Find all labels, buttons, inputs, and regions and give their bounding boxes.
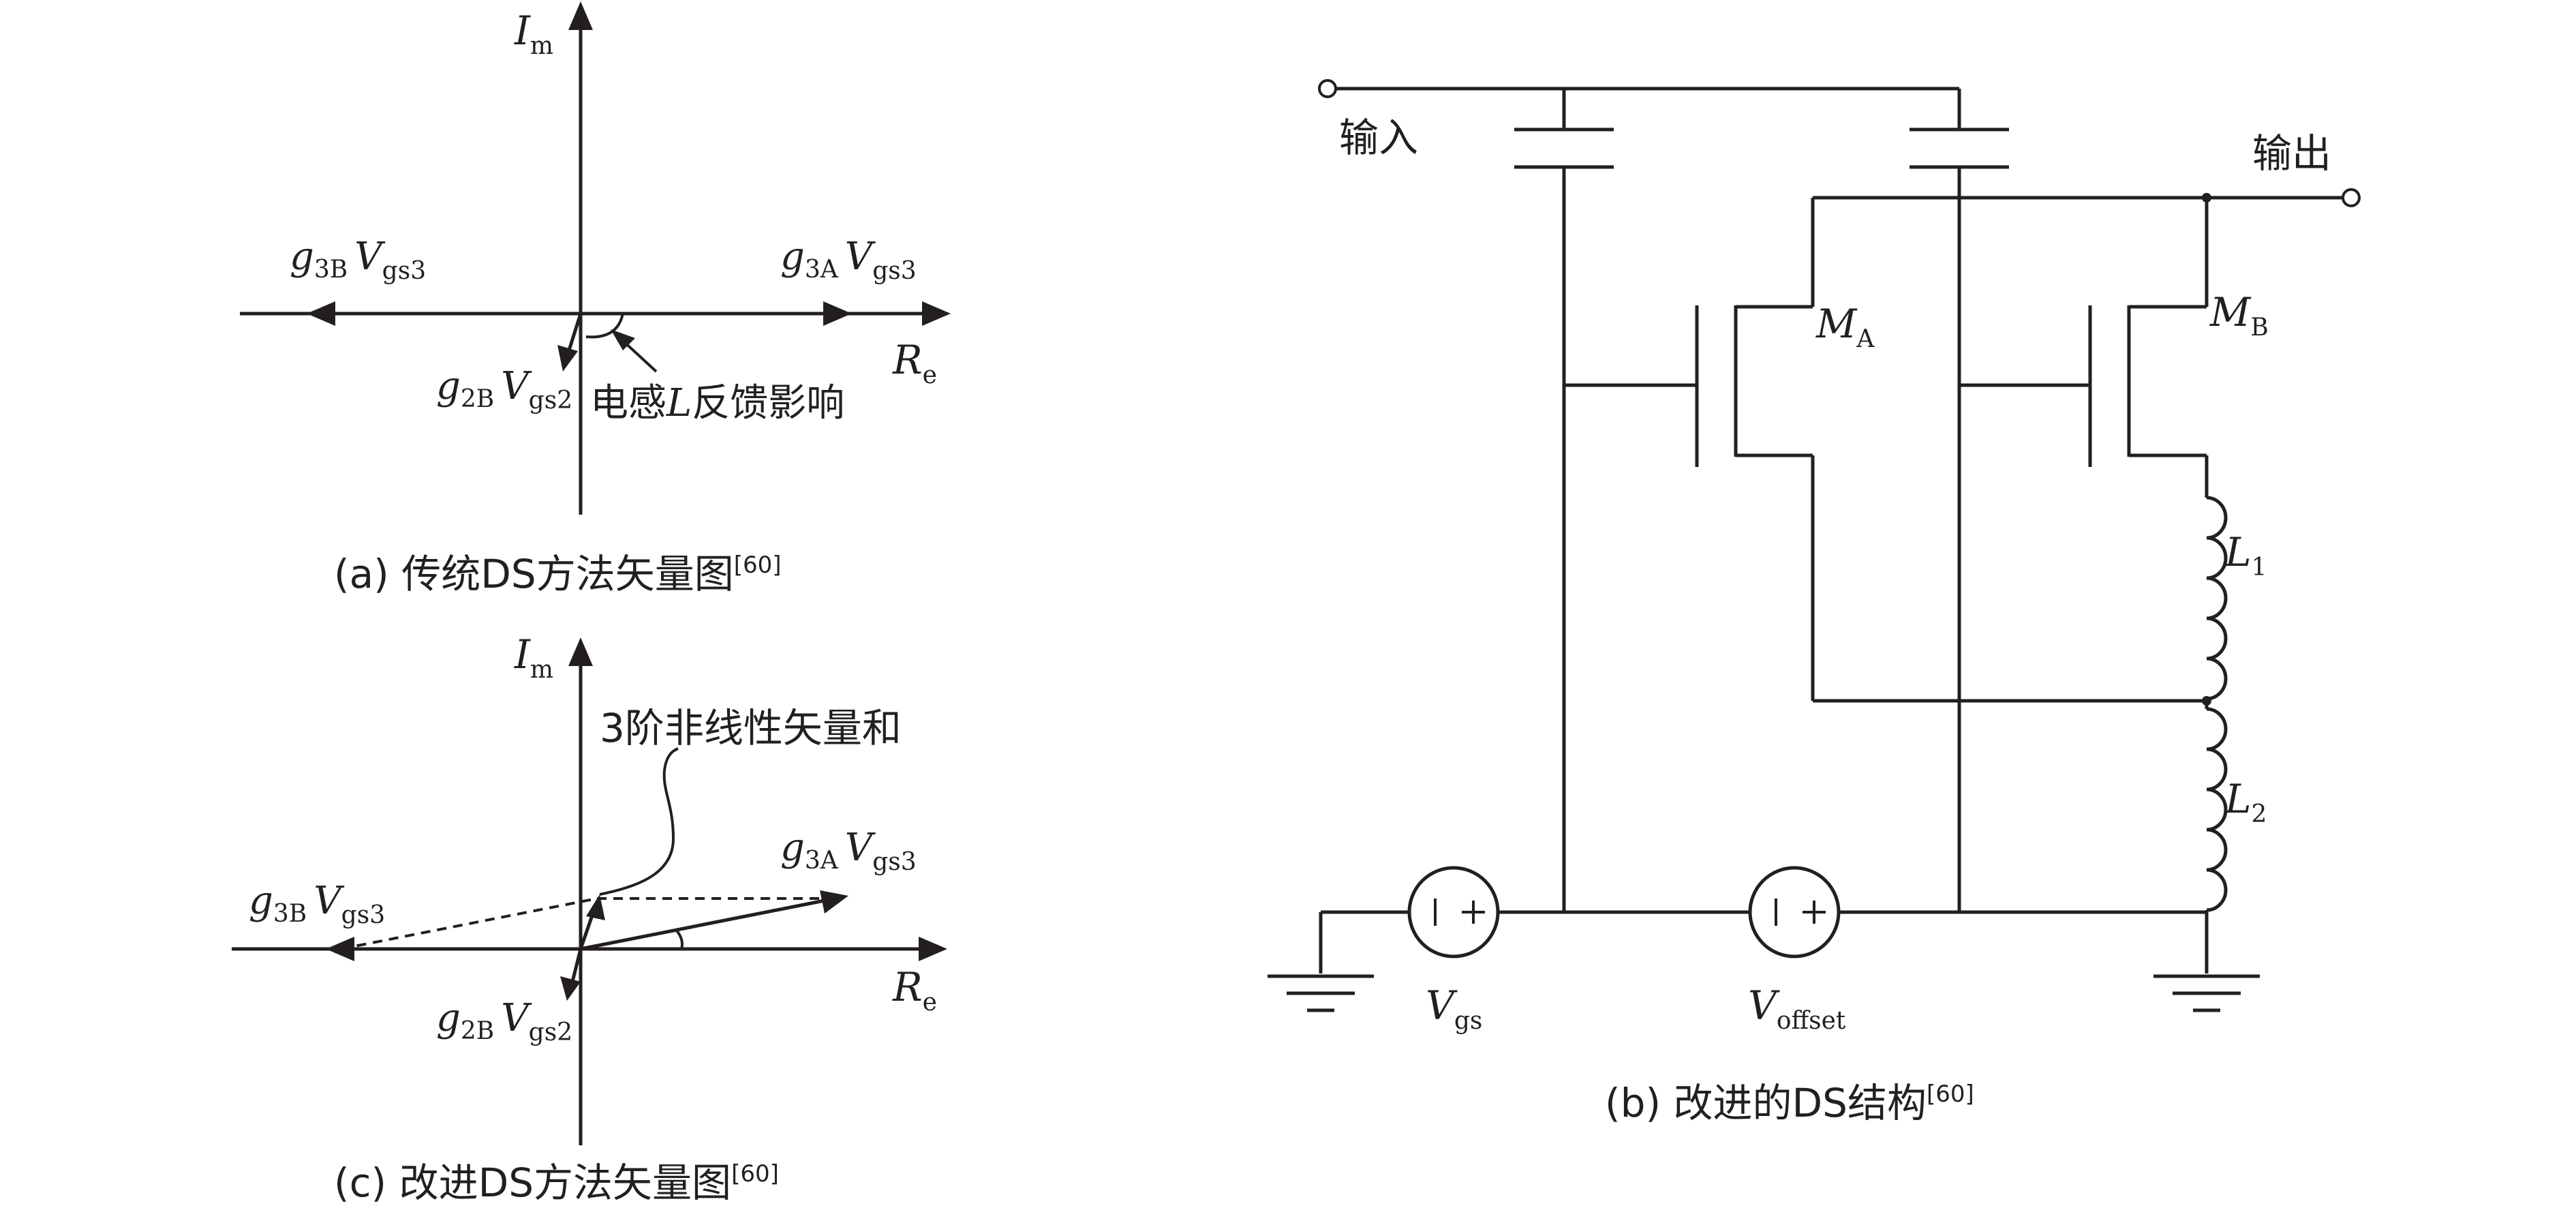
inductor-icon (2206, 496, 2228, 701)
vector-g2b (566, 313, 583, 355)
c-annotation: 3阶非线性矢量和 (600, 705, 902, 751)
b-vgs-label: Vgs (1426, 982, 1482, 1035)
vector-sum-c (579, 913, 595, 950)
a-im-label: Im (514, 7, 553, 60)
panel-b-circuit (1268, 79, 2361, 1012)
c-im-label: Im (514, 631, 553, 684)
vector-g2b-c-arrowhead (560, 976, 581, 1001)
b-voffset-label: Voffset (1748, 982, 1846, 1035)
a-re-label: Re (892, 337, 937, 389)
vector-g3a-arrowhead (823, 301, 852, 326)
capacitor-icon (1514, 89, 1614, 169)
capacitor-icon (1910, 89, 2009, 169)
vector-g2b-arrowhead (557, 345, 578, 372)
a-caption: (a) 传统DS方法矢量图[60] (334, 551, 782, 597)
axis-re-c-arrowhead (919, 937, 947, 961)
b-mb-label: MB (2209, 289, 2269, 342)
vector-g3a-c-arrowhead (820, 890, 848, 913)
panel-c-vector-diagram (232, 637, 947, 1145)
angle-arc-c (675, 928, 684, 950)
voltage-source-icon (1407, 866, 1500, 958)
leader-line-c (599, 747, 679, 896)
angle-arc-a (585, 313, 624, 339)
ground-icon (1268, 974, 1374, 1012)
b-ma-label: MA (1815, 301, 1875, 353)
vector-g3b-c-arrowhead (326, 937, 354, 961)
input-terminal (1318, 79, 1337, 98)
b-l2-label: L2 (2224, 776, 2267, 828)
b-caption: (b) 改进的DS结构[60] (1605, 1080, 1974, 1126)
axis-re-arrowhead (922, 301, 951, 326)
b-l1-label: L1 (2224, 529, 2267, 582)
a-annotation: 电感L反馈影响 (590, 381, 844, 425)
axis-im-arrowhead (568, 1, 593, 30)
ground-icon (2153, 974, 2260, 1012)
c-re-label: Re (892, 964, 937, 1016)
mosfet-icon (1564, 305, 1813, 467)
b-output-label: 输出 (2252, 130, 2331, 177)
annotation-arrowhead-a (611, 329, 635, 350)
vector-g3b-arrowhead (307, 301, 335, 326)
axis-im-c-arrowhead (568, 637, 593, 666)
vector-g2b-c (570, 948, 583, 982)
output-node (2202, 193, 2211, 202)
mosfet-icon (1959, 305, 2207, 467)
panel-a-vector-diagram (240, 1, 951, 515)
dashed-resultant-c (340, 897, 598, 950)
voltage-source-icon (1748, 866, 1841, 958)
output-terminal (2342, 188, 2361, 207)
inductor-icon (2206, 707, 2228, 912)
b-input-label: 输入 (1339, 115, 1418, 161)
c-caption: (c) 改进DS方法矢量图[60] (334, 1160, 779, 1206)
vector-g3a-c (580, 898, 829, 951)
vector-sum-c-arrowhead (586, 894, 605, 920)
